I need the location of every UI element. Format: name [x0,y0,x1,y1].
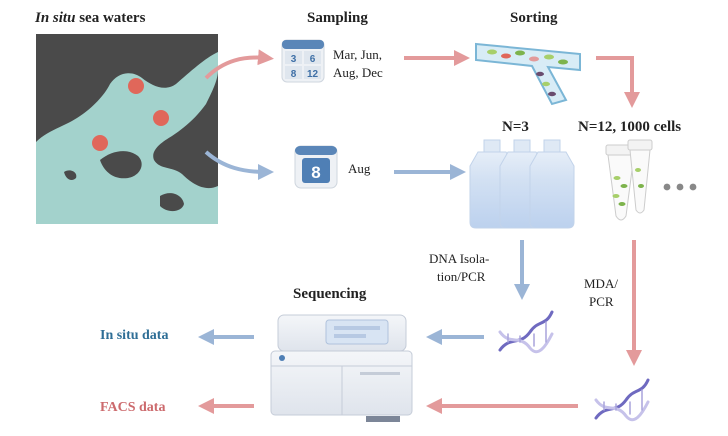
pcr-tubes-icon [605,139,697,221]
insitu-title: In situ sea waters [35,10,145,27]
sample-site-dot [153,110,169,126]
sea-water-map [36,34,218,224]
arrow-map-to-aug [204,150,274,180]
calendar-cell: 8 [291,69,297,80]
dna-line1: DNA Isola- [429,251,490,266]
sample-site-dot [92,135,108,151]
facs-data-label: FACS data [100,400,166,415]
insitu-title-rest: sea waters [75,10,146,26]
mda-line2: PCR [589,294,614,309]
dna-helix-icon [498,310,554,354]
months-line2: Aug, Dec [333,65,383,80]
sample-site-dot [128,78,144,94]
calendar-cell: 6 [310,54,316,65]
calendar-cell: 3 [291,54,297,65]
arrow-map-to-sampling [204,49,274,80]
insitu-data-label: In situ data [100,328,169,343]
sorting-title: Sorting [510,10,558,26]
n3-title: N=3 [502,119,529,135]
flow-arrows [198,49,642,414]
cell-sorter-icon [475,42,581,106]
calendar-icon: 3 6 8 12 [281,39,325,83]
dna-line2: tion/PCR [437,269,486,284]
dna-helix-icon [594,378,650,422]
n12-title: N=12, 1000 cells [578,119,682,135]
calendar-day: 8 [311,163,320,182]
arrow-sorting-to-tubes [596,56,640,108]
calendar-aug-icon: 8 [294,145,338,189]
sequencing-title: Sequencing [293,286,367,302]
calendar-cell: 12 [307,69,319,80]
mda-line1: MDA/ [584,276,618,291]
aug-label: Aug [348,161,371,176]
sampling-title: Sampling [307,10,368,26]
sample-bottles-icon [469,139,575,229]
sequencer-machine-icon [270,314,413,422]
insitu-title-italic: In situ [35,10,76,26]
months-line1: Mar, Jun, [333,47,382,62]
